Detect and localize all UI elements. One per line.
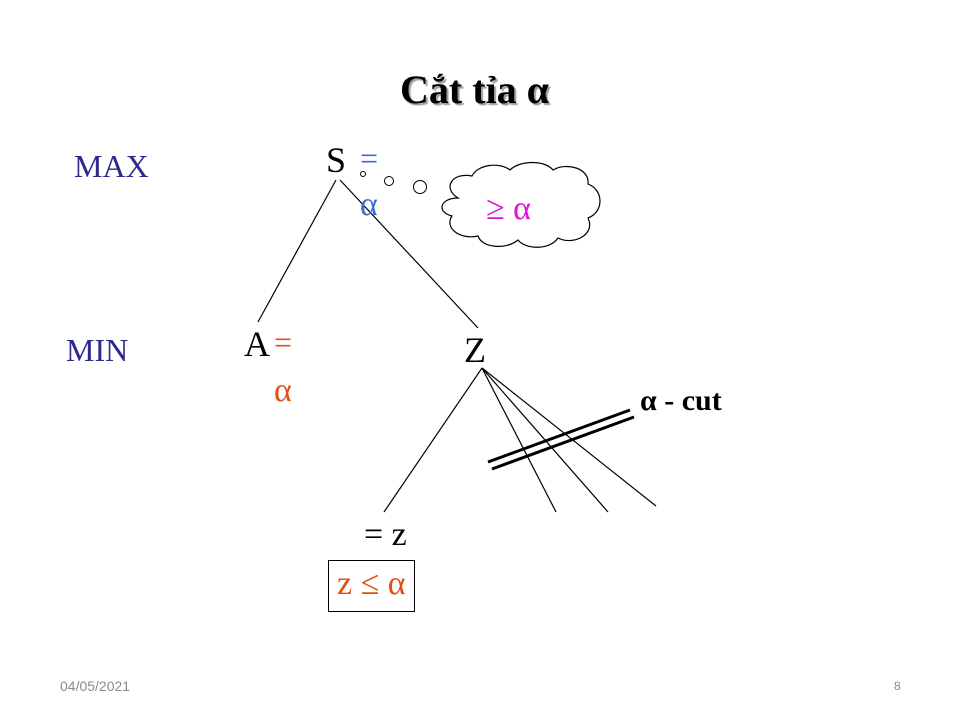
thought-dot-small: [360, 171, 366, 177]
edge-s-a: [257, 179, 337, 323]
footer-page-number: 8: [894, 679, 901, 693]
edge-z-child4: [481, 367, 657, 507]
max-level-label: MAX: [74, 148, 149, 184]
node-a-label: A: [244, 324, 270, 364]
node-s-alpha: α: [360, 186, 378, 223]
leaf-value-label: = z: [364, 516, 407, 553]
footer-date: 04/05/2021: [60, 678, 131, 694]
thought-dot-large: [413, 180, 427, 194]
alpha-cut-label: α - cut: [640, 384, 722, 417]
edge-z-child1: [383, 367, 483, 513]
min-level-label: MIN: [66, 332, 129, 368]
condition-box: z ≤ α: [328, 560, 415, 612]
edge-s-z: [339, 179, 479, 329]
slide-title: Cắt tỉa α: [400, 67, 549, 112]
edge-z-child2: [481, 367, 557, 513]
thought-dot-medium: [384, 176, 394, 186]
node-s-label: S: [326, 140, 347, 180]
cut-line-lower: [491, 415, 635, 471]
node-a-alpha: α: [274, 372, 292, 409]
thought-cloud: [441, 161, 601, 248]
thought-bubble-text: ≥ α: [486, 190, 531, 227]
node-a-equals: =: [274, 324, 293, 360]
node-s-equals: =: [360, 140, 379, 176]
node-z-label: Z: [464, 330, 486, 370]
cut-line-upper: [487, 408, 631, 464]
